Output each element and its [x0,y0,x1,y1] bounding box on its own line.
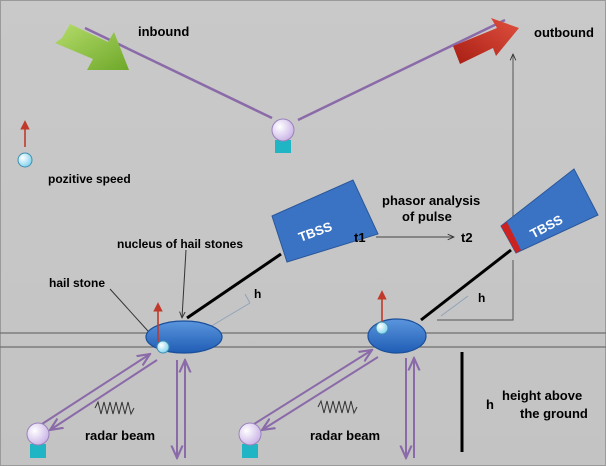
inbound-arrow-icon [55,24,129,70]
height-label-line2: the ground [520,406,588,421]
right-tbss-stem [420,248,512,322]
left-tbss-shape [271,179,379,263]
right-radar-icon [238,422,262,458]
left-radar-beam-down [50,359,158,430]
left-h-indicator [207,302,251,329]
hail-stone-label: hail stone [49,276,105,290]
t2-label: t2 [461,230,473,245]
phasor-label-line2: of pulse [402,209,452,224]
right-radar-beam-label: radar beam [310,428,380,443]
right-radar-beam-down [262,356,379,430]
left-hail-nucleus [145,302,223,354]
right-wave-icon [317,399,358,415]
top-radar-icon [271,118,295,153]
t1-label: t1 [354,230,366,245]
left-h-label: h [254,287,261,301]
right-h-bracket [437,260,514,321]
right-h-label: h [478,291,485,305]
phasor-label-line1: phasor analysis [382,193,480,208]
inbound-label: inbound [138,24,189,39]
right-hail-nucleus [367,290,427,354]
positive-speed-label: pozitive speed [48,172,131,186]
outbound-arrow-icon [453,18,519,64]
left-wave-icon [94,400,135,416]
outbound-beam-line [297,18,506,122]
height-label-line1: height above [502,388,582,403]
nucleus-leader-line [182,249,187,318]
right-tbss-shape [500,168,599,254]
height-h-label: h [486,397,494,412]
left-radar-icon [26,422,50,458]
positive-speed-legend [17,120,33,168]
nucleus-label: nucleus of hail stones [117,237,243,251]
left-radar-beam-label: radar beam [85,428,155,443]
left-tbss-stem [186,252,282,320]
outbound-label: outbound [534,25,594,40]
left-radar-beam-up [41,354,150,425]
right-radar-beam-up [253,350,372,425]
